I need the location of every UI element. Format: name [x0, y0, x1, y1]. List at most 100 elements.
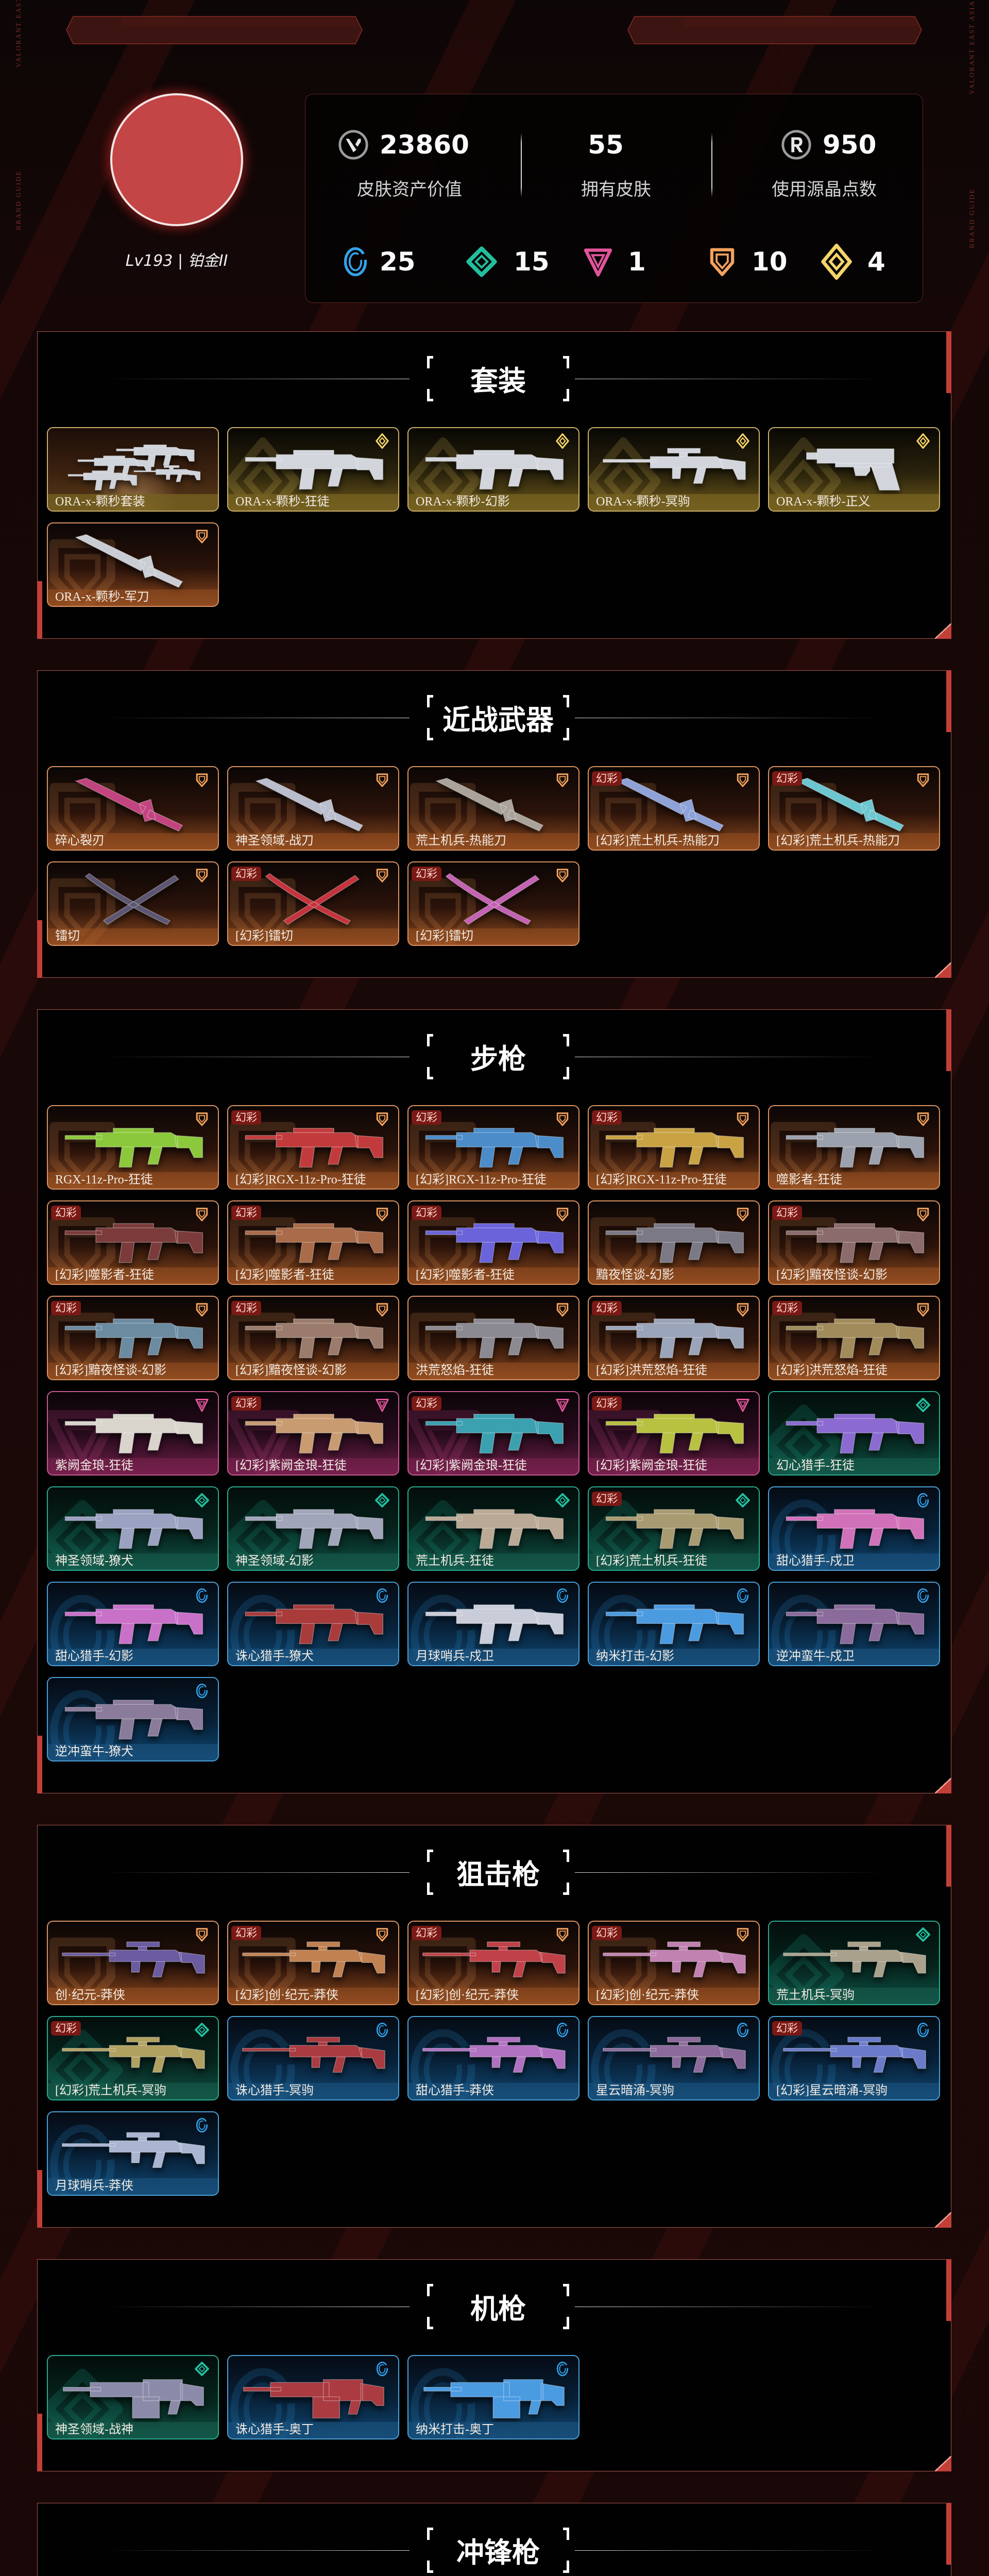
chroma-badge: 幻彩 — [412, 1206, 441, 1220]
premium-tier-icon — [736, 1398, 749, 1412]
skin-card[interactable]: 幻彩 [幻彩]黯夜怪谈-幻影 — [227, 1296, 399, 1380]
skin-card[interactable]: RGX-11z-Pro-狂徒 — [47, 1105, 219, 1190]
skin-card[interactable]: 幻彩 [幻彩]噬影者-狂徒 — [227, 1200, 399, 1285]
exclusive-tier-icon — [917, 773, 929, 787]
bracket-corner — [563, 2561, 569, 2573]
skin-card[interactable]: 荒土机兵-狂徒 — [407, 1486, 579, 1571]
stat-divider — [711, 133, 712, 197]
skin-card[interactable]: 神圣领域-幻影 — [227, 1486, 399, 1571]
exclusive-tier-icon — [196, 1112, 208, 1126]
skin-card[interactable]: 幻彩 [幻彩]RGX-11z-Pro-狂徒 — [588, 1105, 760, 1190]
skin-card[interactable]: 星云暗涌-冥驹 — [588, 2016, 760, 2100]
skin-card[interactable]: ORA-x-颗秒-正义 — [768, 427, 940, 512]
skin-name-band: 荒土机兵-热能刀 — [408, 833, 578, 850]
skin-card[interactable]: 幻彩 [幻彩]镭切 — [227, 861, 399, 946]
exclusive-tier-icon — [196, 869, 208, 883]
skin-card[interactable]: 镭切 — [47, 861, 219, 946]
skin-name: [幻彩]噬影者-狂徒 — [55, 1268, 154, 1282]
select-tier-icon — [737, 1588, 749, 1603]
skin-card[interactable]: 纳米打击-幻影 — [588, 1582, 760, 1666]
section-melee: 近战武器 碎心裂刃 神圣领域-战刀 荒土机兵-热能刀 幻彩 — [37, 670, 951, 978]
skin-card[interactable]: 幻彩 [幻彩]荒土机兵-热能刀 — [768, 766, 940, 851]
skin-card[interactable]: 幻彩 [幻彩]噬影者-狂徒 — [407, 1200, 579, 1285]
skin-name: 纳米打击-奥丁 — [416, 2423, 494, 2436]
skin-card[interactable]: 幻彩 [幻彩]创·纪元-莽侠 — [227, 1921, 399, 2005]
skin-name-band: 月球哨兵-戍卫 — [408, 1649, 578, 1665]
skin-card[interactable]: 幻心猎手-狂徒 — [768, 1391, 940, 1476]
skin-card[interactable]: 噬影者-狂徒 — [768, 1105, 940, 1190]
rifle-image — [786, 1509, 925, 1549]
skin-card[interactable]: 甜心猎手-幻影 — [47, 1582, 219, 1666]
skin-name: 神圣领域-獠犬 — [55, 1554, 133, 1568]
skin-card[interactable]: 神圣领域-獠犬 — [47, 1486, 219, 1571]
skin-card[interactable]: 幻彩 [幻彩]荒土机兵-狂徒 — [588, 1486, 760, 1571]
skin-card[interactable]: 幻彩 [幻彩]紫阙金琅-狂徒 — [227, 1391, 399, 1476]
chroma-badge: 幻彩 — [772, 1301, 802, 1315]
skin-card[interactable]: 甜心猎手-戍卫 — [768, 1486, 940, 1571]
panel-corner-accent — [935, 1778, 951, 1793]
skin-card[interactable]: 幻彩 [幻彩]紫阙金琅-狂徒 — [407, 1391, 579, 1476]
skin-card[interactable]: 幻彩 [幻彩]黯夜怪谈-幻影 — [47, 1296, 219, 1380]
skin-name: [幻彩]星云暗涌-冥驹 — [776, 2084, 888, 2097]
skin-name-band: [幻彩]噬影者-狂徒 — [408, 1267, 578, 1284]
side-label-brand-guide-left: BRAND GUIDE — [14, 170, 22, 230]
ultra-tier-icon — [556, 433, 569, 449]
skin-card[interactable]: 月球哨兵-戍卫 — [407, 1582, 579, 1666]
skin-card[interactable]: 逆冲蛮牛-獠犬 — [47, 1677, 219, 1761]
skin-card[interactable]: 甜心猎手-莽侠 — [407, 2016, 579, 2100]
skin-name: [幻彩]荒土机兵-冥驹 — [55, 2084, 166, 2097]
section-title: 机枪 — [470, 2292, 526, 2325]
skin-card[interactable]: ORA-x-颗秒-军刀 — [47, 522, 219, 607]
skin-card[interactable]: 月球哨兵-莽侠 — [47, 2111, 219, 2196]
sniper-image — [603, 448, 746, 484]
skin-card[interactable]: 紫阙金琅-狂徒 — [47, 1391, 219, 1476]
skin-card[interactable]: 幻彩 [幻彩]洪荒怒焰-狂徒 — [588, 1296, 760, 1380]
chroma-badge: 幻彩 — [412, 1926, 441, 1940]
skin-card[interactable]: 幻彩 [幻彩]星云暗涌-冥驹 — [768, 2016, 940, 2100]
rifle-image — [786, 1414, 925, 1454]
skin-card[interactable]: 荒土机兵-冥驹 — [768, 1921, 940, 2005]
side-label-valorant-right: VALORANT EAST ASIA — [968, 0, 976, 94]
skin-card[interactable]: 诛心猎手-奥丁 — [227, 2355, 399, 2439]
skin-name-band: [幻彩]RGX-11z-Pro-狂徒 — [589, 1172, 759, 1189]
skin-card[interactable]: ORA-x-颗秒套装 — [47, 427, 219, 512]
skin-card[interactable]: 幻彩 [幻彩]RGX-11z-Pro-狂徒 — [407, 1105, 579, 1190]
bracket-corner — [427, 2317, 433, 2329]
skin-name: 黯夜怪谈-幻影 — [596, 1268, 674, 1282]
skin-card[interactable]: 神圣领域-战神 — [47, 2355, 219, 2439]
vp-icon — [338, 130, 368, 160]
panel-accent-bar — [37, 2170, 42, 2228]
skin-card[interactable]: 纳米打击-奥丁 — [407, 2355, 579, 2439]
skin-card[interactable]: 幻彩 [幻彩]创·纪元-莽侠 — [407, 1921, 579, 2005]
skin-card[interactable]: 碎心裂刃 — [47, 766, 219, 851]
bracket-corner — [563, 356, 569, 368]
pistol-image — [806, 448, 900, 491]
skin-card[interactable]: 幻彩 [幻彩]荒土机兵-冥驹 — [47, 2016, 219, 2100]
skin-card[interactable]: 幻彩 [幻彩]洪荒怒焰-狂徒 — [768, 1296, 940, 1380]
skin-name-band: 创·纪元-莽侠 — [48, 1988, 218, 2004]
skin-card[interactable]: 幻彩 [幻彩]荒土机兵-热能刀 — [588, 766, 760, 851]
skin-card[interactable]: 诛心猎手-冥驹 — [227, 2016, 399, 2100]
skin-card[interactable]: 幻彩 [幻彩]RGX-11z-Pro-狂徒 — [227, 1105, 399, 1190]
skin-name-band: [幻彩]镭切 — [228, 928, 398, 945]
skin-card[interactable]: ORA-x-颗秒-幻影 — [407, 427, 579, 512]
skin-card[interactable]: 荒土机兵-热能刀 — [407, 766, 579, 851]
skin-card[interactable]: 诛心猎手-獠犬 — [227, 1582, 399, 1666]
skin-card[interactable]: 逆冲蛮牛-戍卫 — [768, 1582, 940, 1666]
skin-card[interactable]: 幻彩 [幻彩]镭切 — [407, 861, 579, 946]
skin-name: [幻彩]黯夜怪谈-幻影 — [55, 1364, 166, 1377]
skin-card[interactable]: 创·纪元-莽侠 — [47, 1921, 219, 2005]
bracket-corner — [427, 389, 433, 401]
skin-card[interactable]: 幻彩 [幻彩]紫阙金琅-狂徒 — [588, 1391, 760, 1476]
skin-card[interactable]: 神圣领域-战刀 — [227, 766, 399, 851]
skin-card[interactable]: ORA-x-颗秒-冥驹 — [588, 427, 760, 512]
skin-card[interactable]: 幻彩 [幻彩]创·纪元-莽侠 — [588, 1921, 760, 2005]
skin-card[interactable]: ORA-x-颗秒-狂徒 — [227, 427, 399, 512]
skin-value-number: 23860 — [380, 130, 469, 160]
bracket-corner — [427, 2528, 433, 2540]
skin-card[interactable]: 幻彩 [幻彩]噬影者-狂徒 — [47, 1200, 219, 1285]
skin-card[interactable]: 洪荒怒焰-狂徒 — [407, 1296, 579, 1380]
skin-card[interactable]: 黯夜怪谈-幻影 — [588, 1200, 760, 1285]
skin-card[interactable]: 幻彩 [幻彩]黯夜怪谈-幻影 — [768, 1200, 940, 1285]
avatar — [110, 93, 243, 226]
